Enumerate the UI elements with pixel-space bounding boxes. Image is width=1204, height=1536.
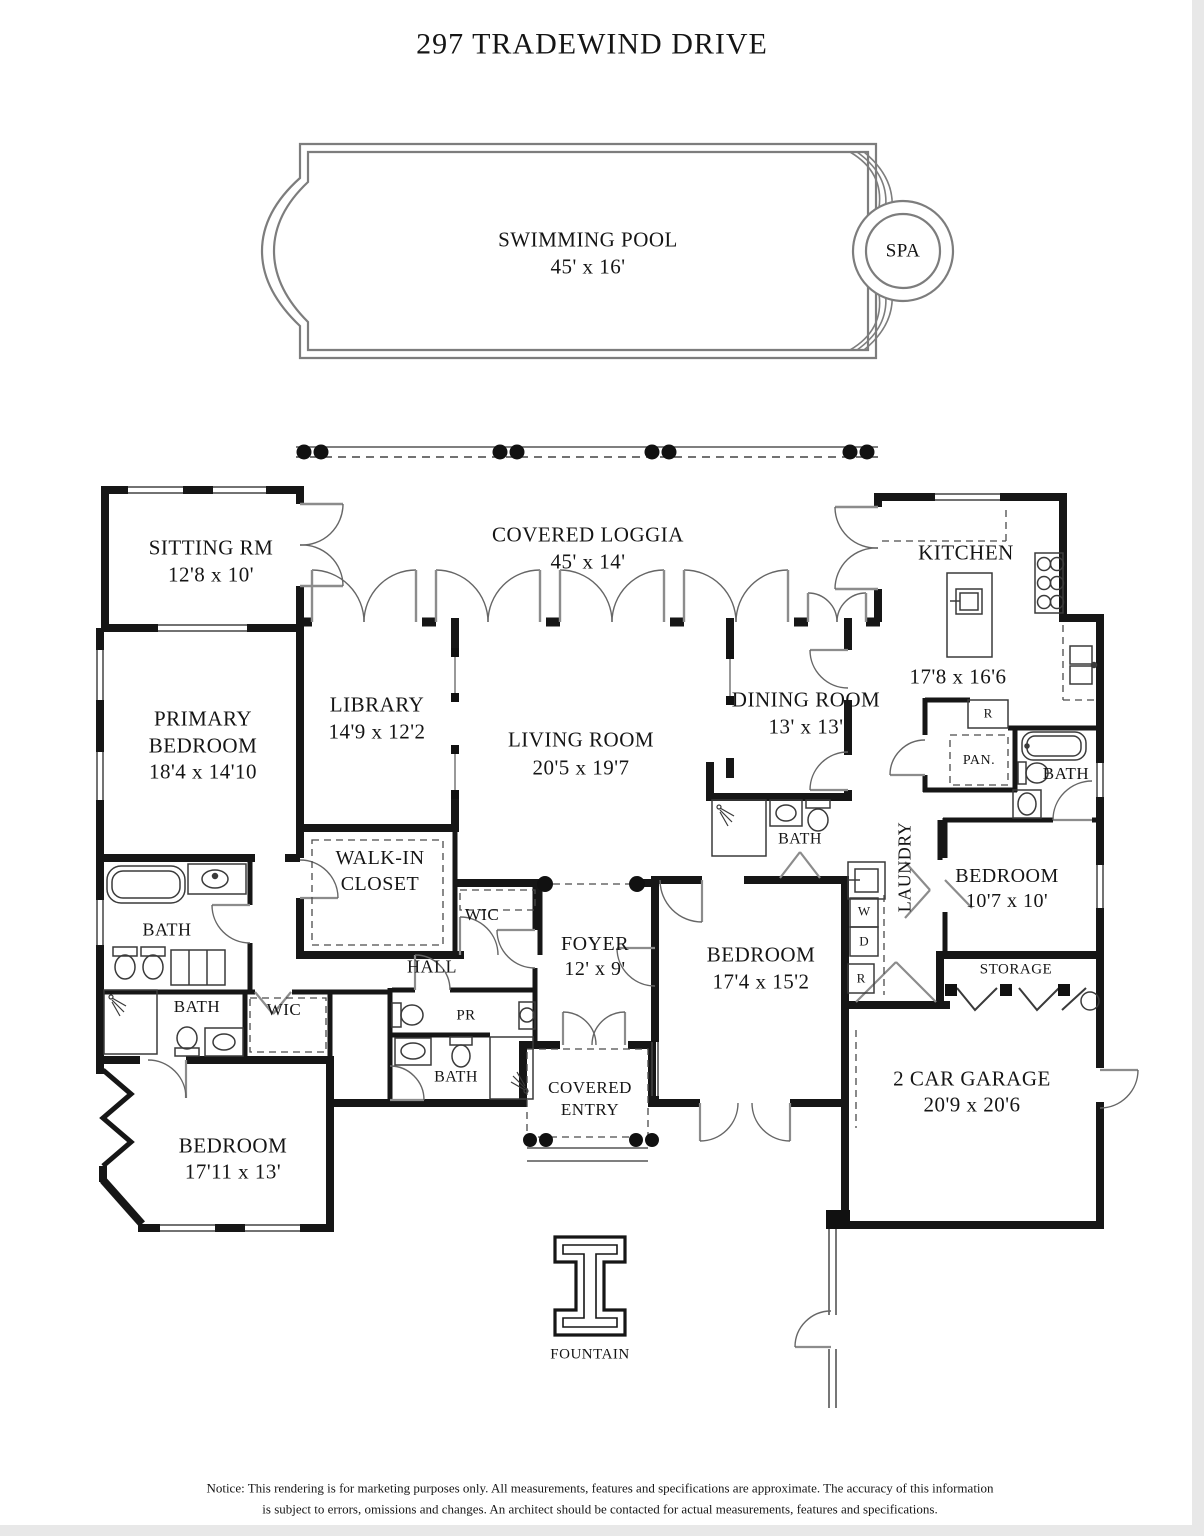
bedroom3-label: BEDROOM — [178, 1133, 288, 1158]
primary-bedroom-label: PRIMARY BEDROOM — [148, 706, 258, 758]
notice-line-1: Notice: This rendering is for marketing … — [206, 1480, 994, 1496]
library-label: LIBRARY — [329, 692, 425, 717]
powder-room-label: PR — [456, 1007, 476, 1024]
bath-right-label: BATH — [1042, 763, 1090, 783]
toilet-icon — [449, 1036, 473, 1068]
loggia-columns — [296, 444, 875, 460]
loggia-right-doors — [834, 497, 882, 622]
spa-label: SPA — [885, 240, 921, 262]
primary-bath-label: BATH — [142, 919, 192, 940]
notice-line-2: is subject to errors, omissions and chan… — [262, 1501, 938, 1517]
shower-icon — [103, 989, 158, 1055]
sitting-room-label: SITTING RM — [148, 535, 274, 560]
sink-icon — [204, 1027, 244, 1057]
cooktop-icon — [1034, 552, 1065, 614]
fountain-label: FOUNTAIN — [550, 1346, 630, 1363]
walls — [96, 486, 1104, 1232]
doors — [147, 648, 1139, 1142]
kitchen-label: KITCHEN — [918, 540, 1014, 565]
foyer-dims: 12' x 9' — [564, 958, 626, 980]
toilet-icon — [140, 946, 166, 980]
pantry-label: PAN. — [962, 752, 996, 768]
covered-loggia-structure — [296, 444, 882, 627]
plan-title: 297 TRADEWIND DRIVE — [416, 27, 768, 61]
interior-walls — [98, 697, 1102, 1103]
library-dims: 14'9 x 12'2 — [328, 719, 426, 744]
bay-windows — [99, 1068, 135, 1168]
living-room-dims: 20'5 x 19'7 — [532, 755, 630, 780]
dashed-details — [249, 505, 1098, 1138]
kitchen-island — [946, 572, 993, 658]
sink-icon — [187, 863, 247, 895]
shower-icon — [489, 1036, 534, 1100]
hall-label: HALL — [407, 956, 457, 977]
covered-entry-label: COVERED ENTRY — [548, 1077, 632, 1119]
wic-hall-label: WIC — [464, 904, 500, 924]
spa — [851, 199, 955, 303]
toilet-icon — [1017, 761, 1049, 785]
garden-wall — [794, 1210, 850, 1408]
sink-icon — [1012, 789, 1042, 819]
bath-bedroom2-label: BATH — [778, 830, 822, 848]
dining-room-dims: 13' x 13' — [768, 714, 844, 739]
pool-dims: 45' x 16' — [550, 254, 626, 279]
laundry-fridge-label: R — [856, 970, 866, 986]
bathtub-icon — [1021, 731, 1087, 761]
primary-bedroom-dims: 18'4 x 14'10 — [148, 759, 258, 784]
sink-icon — [394, 1037, 432, 1066]
storage-doors — [956, 987, 1087, 1012]
laundry-label: LAUNDRY — [894, 821, 915, 913]
kitchen-sink-icon — [1069, 645, 1098, 685]
fountain-icon — [553, 1235, 627, 1337]
laundry-sink-icon — [847, 861, 886, 900]
refrigerator — [967, 699, 1009, 729]
bedroom2-label: BEDROOM — [706, 942, 816, 967]
bedroom4-dims: 10'7 x 10' — [965, 890, 1049, 912]
dryer-label: D — [859, 933, 869, 949]
loggia-left-doors — [296, 486, 344, 626]
fixtures — [103, 552, 1100, 1100]
living-room-label: LIVING ROOM — [507, 727, 655, 752]
sink-icon — [769, 799, 803, 827]
windows — [96, 486, 1104, 1232]
loggia-label: COVERED LOGGIA — [492, 522, 684, 547]
bathtub-icon — [106, 865, 186, 904]
dryer — [849, 926, 879, 957]
bedroom3-dims: 17'11 x 13' — [184, 1159, 282, 1184]
wic-left-label: WIC — [266, 999, 302, 1019]
toilet-icon — [391, 1002, 424, 1028]
french-doors — [311, 569, 867, 623]
bedroom2-dims: 17'4 x 15'2 — [712, 969, 810, 994]
page-edge-bottom — [0, 1525, 1204, 1536]
kitchen-fridge-label: R — [983, 705, 993, 721]
garage-label: 2 CAR GARAGE — [893, 1066, 1051, 1091]
walk-in-closet-label: WALK-IN CLOSET — [335, 847, 425, 895]
sitting-room-dims: 12'8 x 10' — [167, 562, 255, 587]
page-edge-right — [1192, 0, 1204, 1536]
swimming-pool — [260, 142, 893, 360]
toilet-icon — [805, 799, 831, 832]
pool-label: SWIMMING POOL — [498, 227, 678, 252]
washer-label: W — [857, 903, 871, 919]
garage-fridge — [847, 963, 875, 994]
foyer-label: FOYER — [560, 933, 630, 955]
toilet-icon — [112, 946, 138, 980]
storage-label: STORAGE — [979, 961, 1053, 978]
bath-entry-label: BATH — [434, 1068, 478, 1086]
bedroom4-label: BEDROOM — [955, 865, 1059, 887]
sink-icon — [518, 1001, 536, 1030]
bath2-label: BATH — [173, 996, 221, 1016]
cased-openings — [451, 648, 734, 799]
dining-room-label: DINING ROOM — [731, 687, 881, 712]
shower-icon — [711, 799, 767, 857]
garage-dims: 20'9 x 20'6 — [923, 1092, 1021, 1117]
kitchen-dims: 17'8 x 16'6 — [909, 664, 1007, 689]
columns — [523, 876, 659, 1147]
toilet-icon — [174, 1026, 200, 1057]
entry-steps — [527, 1147, 648, 1162]
loggia-dims: 45' x 14' — [550, 549, 626, 574]
